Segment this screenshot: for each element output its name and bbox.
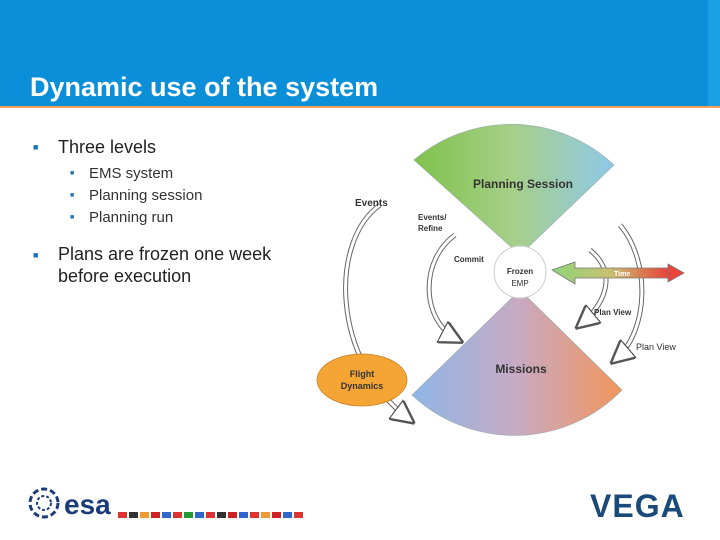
- header-accent: [708, 0, 720, 108]
- commit-label: Commit: [454, 255, 484, 264]
- inner-arc-left: [426, 232, 460, 343]
- bullet-three-levels: Three levels: [58, 137, 157, 157]
- title-rule: [0, 106, 720, 108]
- flag-strip: [118, 512, 303, 518]
- vega-logo: VEGA: [590, 488, 685, 524]
- slide-title: Dynamic use of the system: [30, 72, 379, 102]
- sub-bullet-planning-run: Planning run: [89, 209, 174, 226]
- outer-arc-right: [613, 223, 645, 362]
- square-bullet-icon: ■: [33, 250, 39, 260]
- events-refine-label-line1: Events/: [418, 213, 447, 222]
- frozen-emp-circle: [493, 245, 547, 299]
- square-bullet-icon: ■: [33, 142, 39, 152]
- missions-wedge: [411, 289, 623, 436]
- esa-logo: esa: [28, 487, 111, 520]
- square-bullet-icon: ■: [70, 214, 75, 221]
- flight-dynamics-label-line1: Flight: [350, 369, 375, 379]
- header-band: [0, 0, 720, 108]
- events-refine-label-line2: Refine: [418, 224, 443, 233]
- esa-logo-text: esa: [64, 489, 111, 520]
- flight-dynamics-label-line2: Dynamics: [341, 381, 384, 391]
- square-bullet-icon: ■: [70, 192, 75, 199]
- time-label: Time: [614, 271, 630, 278]
- square-bullet-icon: ■: [70, 170, 75, 177]
- time-arrow: [551, 261, 669, 285]
- planning-session-wedge: [413, 123, 615, 256]
- missions-label: Missions: [495, 362, 547, 376]
- planning-session-label: Planning Session: [473, 177, 573, 191]
- bullet-plans-frozen-line1: Plans are frozen one week: [58, 244, 272, 264]
- frozen-label-line2: EMP: [511, 279, 528, 288]
- plan-view-outer-label: Plan View: [636, 342, 676, 352]
- sub-bullet-ems-system: EMS system: [89, 165, 174, 182]
- events-label: Events: [355, 198, 388, 209]
- plan-view-inner-label: Plan View: [594, 308, 632, 317]
- sub-bullet-planning-session: Planning session: [89, 187, 203, 204]
- flight-dynamics-ellipse: [316, 353, 408, 407]
- frozen-label-line1: Frozen: [507, 267, 533, 276]
- bullet-plans-frozen-line2: before execution: [58, 266, 192, 286]
